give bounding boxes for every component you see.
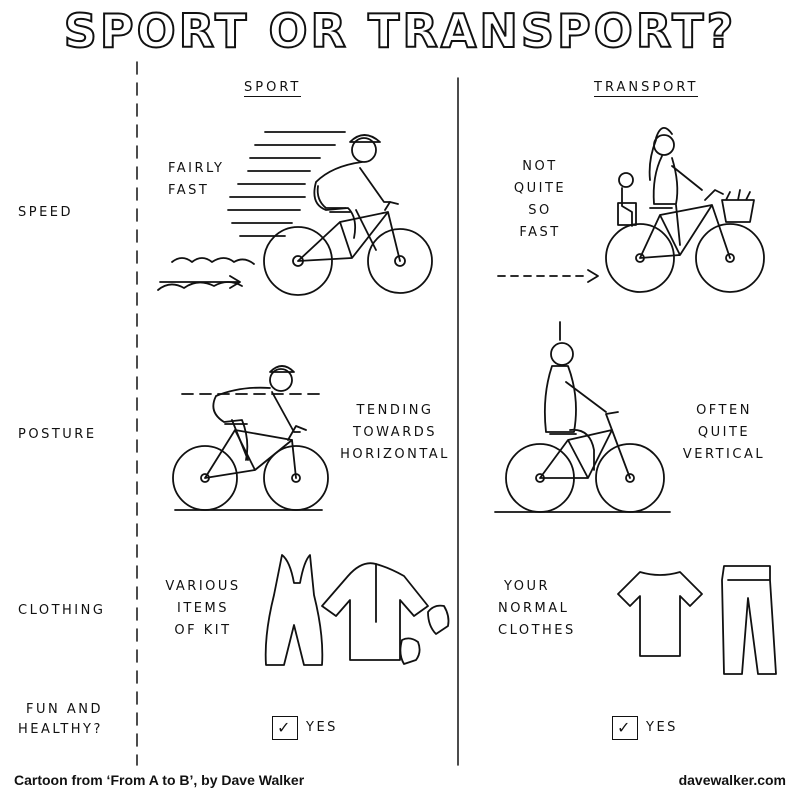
row-label-fun-line-2: HEALTHY? [18,722,103,737]
text-line: OFTEN [696,403,752,418]
column-header-sport: SPORT [244,80,302,97]
sport-speed-text: FAIRLY FAST [168,158,225,202]
sport-posture-text: TENDING TOWARDS HORIZONTAL [340,400,450,466]
transport-posture-text: OFTEN QUITE VERTICAL [676,400,772,466]
checkbox-checked-icon[interactable]: ✓ [272,716,298,740]
text-line: TOWARDS [352,425,437,440]
sport-clothing-text: VARIOUS ITEMS OF KIT [155,576,251,642]
sport-fun-answer: ✓ YES [272,716,338,740]
text-line: ITEMS [177,601,229,616]
sport-posture-cyclist-illustration [172,365,329,511]
text-line: FAST [168,183,210,198]
footer-credit: Cartoon from ‘From A to B’, by Dave Walk… [14,772,305,788]
transport-posture-cyclist-illustration [494,321,671,513]
text-line: VERTICAL [682,447,766,462]
column-header-transport: TRANSPORT [594,80,699,97]
page-title: SPORT OR TRANSPORT? [63,3,737,59]
footer-site-link[interactable]: davewalker.com [678,772,786,788]
text-line: YOUR [504,579,551,594]
text-line: SO [528,203,552,218]
sport-clothing-illustration [264,554,450,666]
row-label-posture: POSTURE [18,427,97,442]
row-label-clothing: CLOTHING [18,603,106,618]
text-line: NOT [522,159,558,174]
transport-speed-text: NOT QUITE SO FAST [500,156,580,244]
text-line: HORIZONTAL [340,447,450,462]
row-label-fun: FUN AND HEALTHY? [18,700,103,740]
transport-fun-answer-text: YES [646,720,678,735]
transport-clothing-text: YOUR NORMAL CLOTHES [498,576,576,642]
text-line: VARIOUS [165,579,241,594]
text-line: QUITE [513,181,567,196]
sport-speed-cyclist-illustration [157,131,433,296]
transport-clothing-illustration [617,565,777,675]
text-line: FAIRLY [168,161,225,176]
text-line: TENDING [356,403,434,418]
transport-speed-cyclist-illustration [497,127,765,293]
text-line: CLOTHES [498,623,576,638]
text-line: OF KIT [174,623,232,638]
row-label-speed: SPEED [18,205,74,220]
text-line: NORMAL [498,601,570,616]
checkbox-checked-icon[interactable]: ✓ [612,716,638,740]
transport-fun-answer: ✓ YES [612,716,678,740]
row-label-fun-line-1: FUN AND [26,702,103,717]
text-line: QUITE [697,425,751,440]
text-line: FAST [519,225,561,240]
sport-fun-answer-text: YES [306,720,338,735]
